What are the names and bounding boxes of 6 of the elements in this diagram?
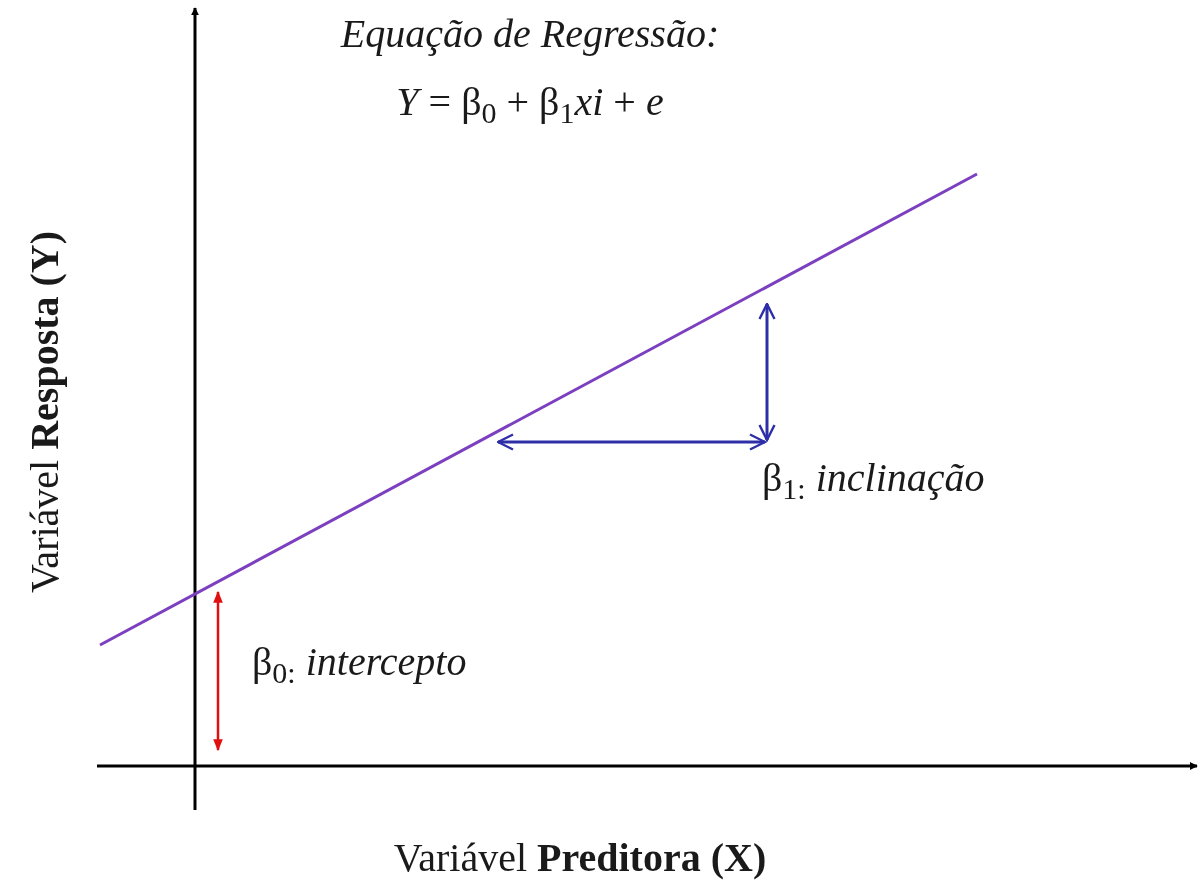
- slope-label: β$_{1:}$ inclinação: [762, 454, 985, 504]
- x-axis-label: Variável Preditora (X): [392, 834, 768, 882]
- y-axis-label: Variável Resposta (Y): [21, 229, 68, 596]
- regression-equation: Y = β$_{0}$ + β$_{1}$xi + e: [395, 78, 665, 130]
- intercept-label: β$_{0:}$ intercepto: [252, 638, 467, 688]
- equation-heading: Equação de Regressão:: [339, 10, 721, 58]
